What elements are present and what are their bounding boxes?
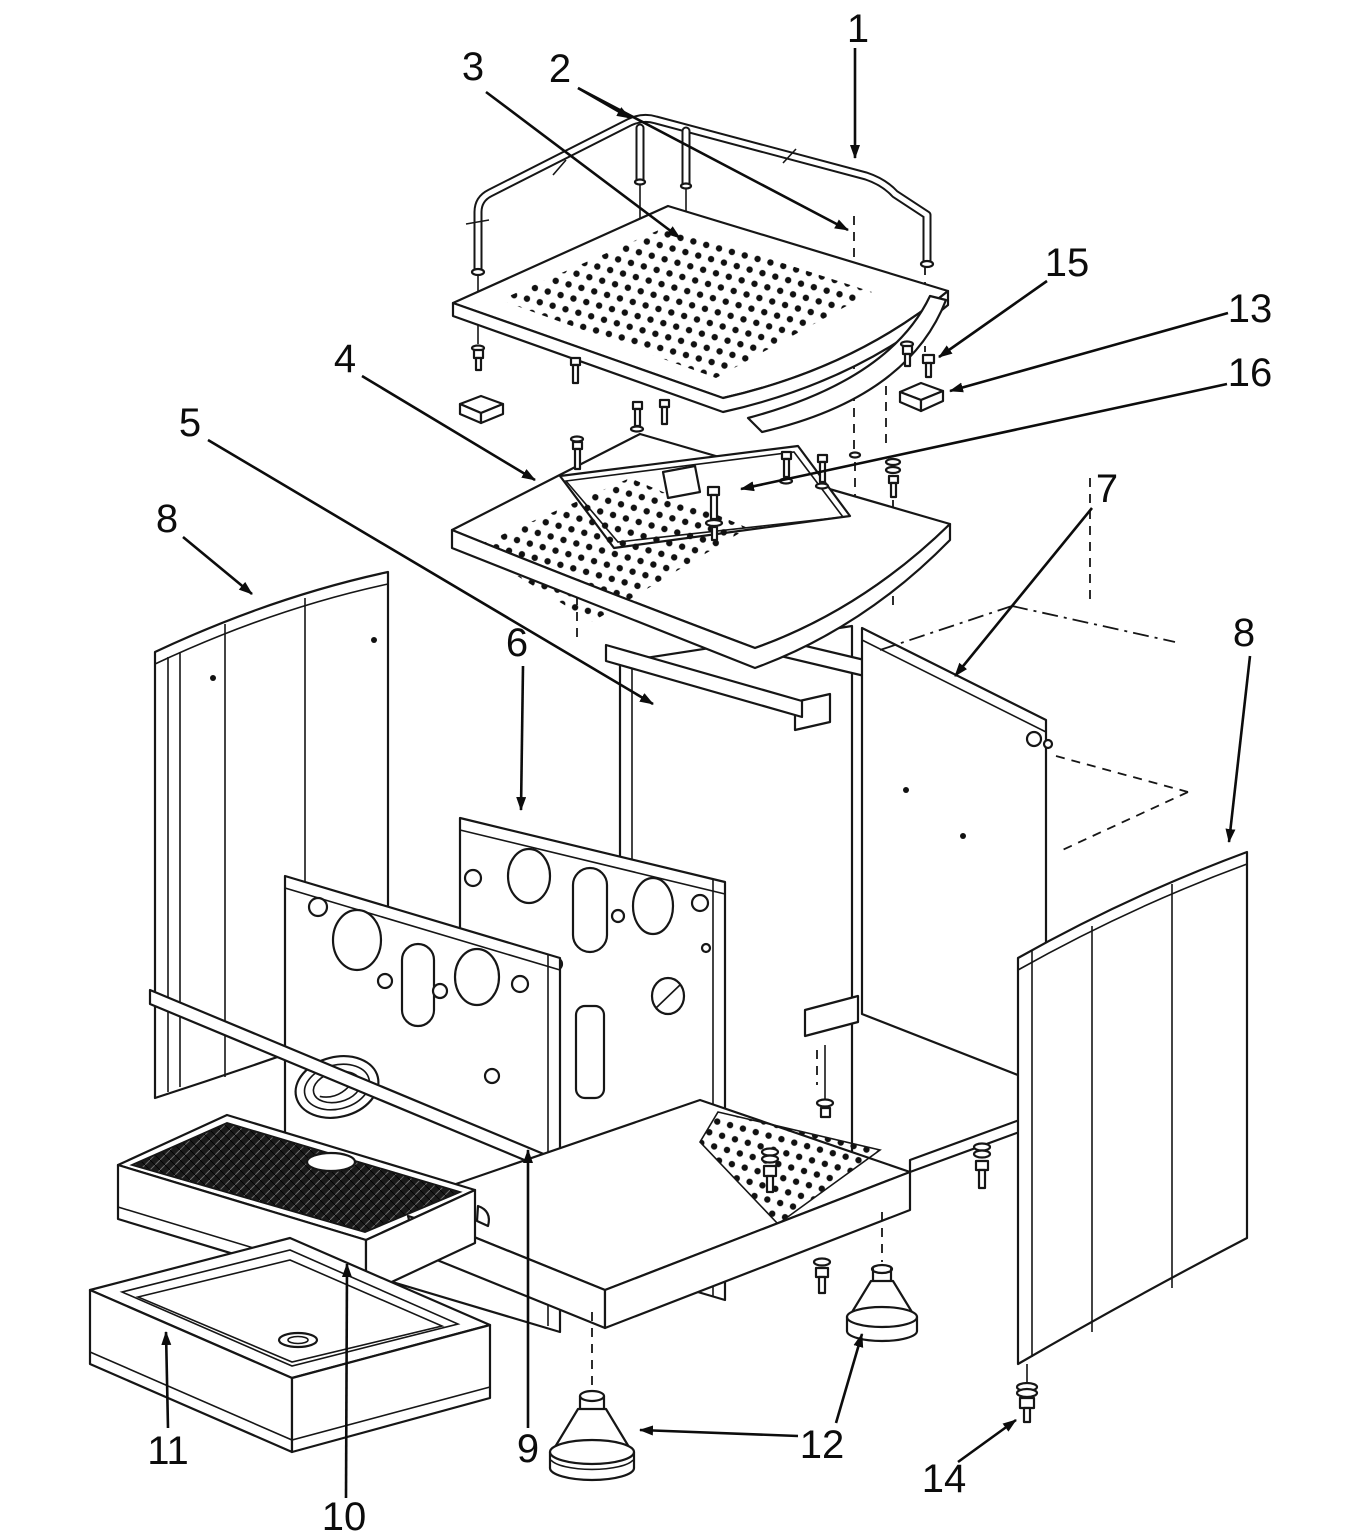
callout-16: 16 [1228,351,1273,395]
cup-tray-screws-and-pads [458,340,945,425]
leader-6 [516,665,527,811]
top-cover-panel [450,398,1091,670]
leader-8-right [1225,655,1252,843]
top-cover-screws [569,398,902,542]
screw-16 [704,485,724,542]
base-screws [760,1142,992,1295]
callout-8-right: 8 [1233,611,1255,655]
leader-2b [577,86,849,232]
callout-7: 7 [1096,467,1118,511]
callout-13: 13 [1228,287,1273,331]
cup-rail-assembly [465,113,935,452]
screw-15 [921,353,936,365]
leader-10 [341,1263,352,1499]
rubber-foot-front [548,1312,636,1482]
leader-8-left [182,535,253,596]
right-panel-screw [1015,1364,1039,1424]
callout-9: 9 [517,1427,539,1471]
leader-12a [639,1425,799,1438]
leader-7 [953,507,1094,677]
callout-1: 1 [847,7,869,51]
callout-5: 5 [179,401,201,445]
drip-tray-grid [116,1113,490,1296]
callout-4: 4 [334,337,356,381]
callout-labels: 1 2 3 4 5 6 7 8 8 9 10 11 12 13 14 15 16 [147,7,1272,1536]
callout-11: 11 [147,1429,189,1473]
leader-13 [949,311,1229,393]
callout-8-left: 8 [156,497,178,541]
leader-5 [207,438,654,706]
callout-15: 15 [1045,241,1090,285]
callout-6: 6 [506,621,528,665]
rubber-foot-rear [845,1212,919,1343]
callout-2: 2 [549,47,571,91]
pad-left [458,394,505,425]
right-side-panel [1016,850,1249,1366]
pad-right-13 [898,381,945,413]
leader-11 [161,1331,172,1429]
callout-3: 3 [462,45,484,89]
leader-15 [938,279,1048,359]
cup-tray [451,204,950,434]
callout-12: 12 [800,1423,845,1467]
leader-14 [957,1418,1017,1464]
callout-10: 10 [322,1495,367,1536]
leader-4 [361,374,536,482]
leader-16 [740,382,1228,492]
leader-12b [834,1333,864,1424]
leader-3 [485,90,681,240]
leader-arrows [161,48,1252,1499]
fold-construction-lines [879,605,1189,853]
callout-14: 14 [922,1457,967,1501]
drip-tray [88,1236,492,1454]
